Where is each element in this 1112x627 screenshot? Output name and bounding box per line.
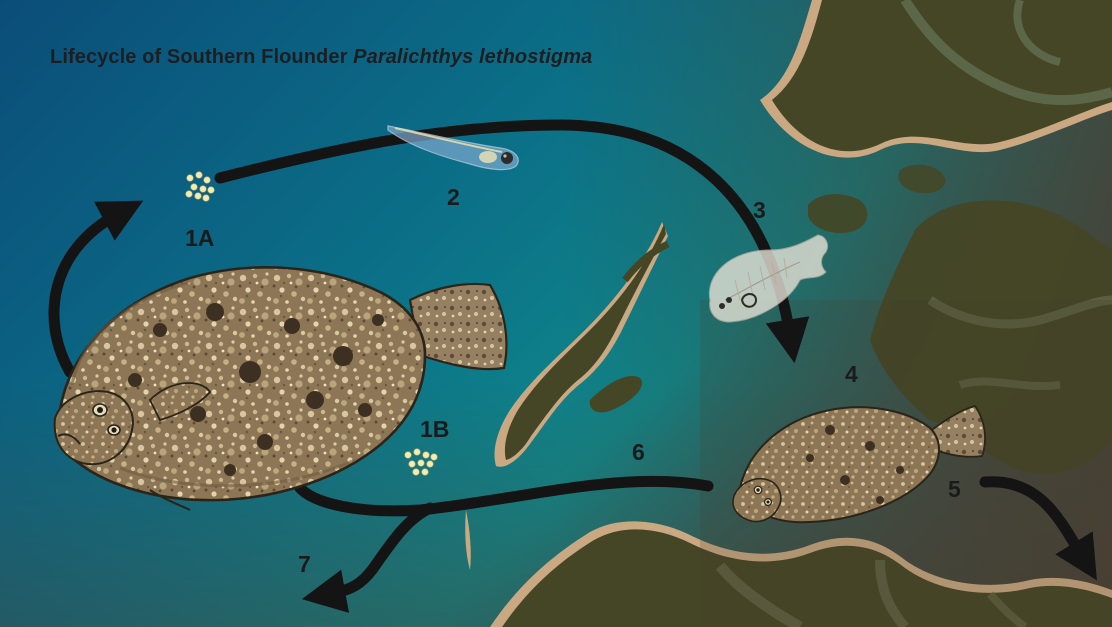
label-stage-2: 2 <box>447 184 460 210</box>
label-stage-1b: 1B <box>420 416 449 442</box>
label-stage-1a: 1A <box>185 225 214 251</box>
label-stage-3: 3 <box>753 197 766 223</box>
diagram-title: Lifecycle of Southern Flounder Paralicht… <box>50 46 592 69</box>
title-common-name: Lifecycle of Southern Flounder <box>50 46 347 68</box>
label-stage-4: 4 <box>845 361 858 387</box>
label-stage-6: 6 <box>632 439 645 465</box>
label-stage-5: 5 <box>948 476 961 502</box>
label-stage-7: 7 <box>298 551 311 577</box>
title-species-name: Paralichthys lethostigma <box>353 46 592 68</box>
